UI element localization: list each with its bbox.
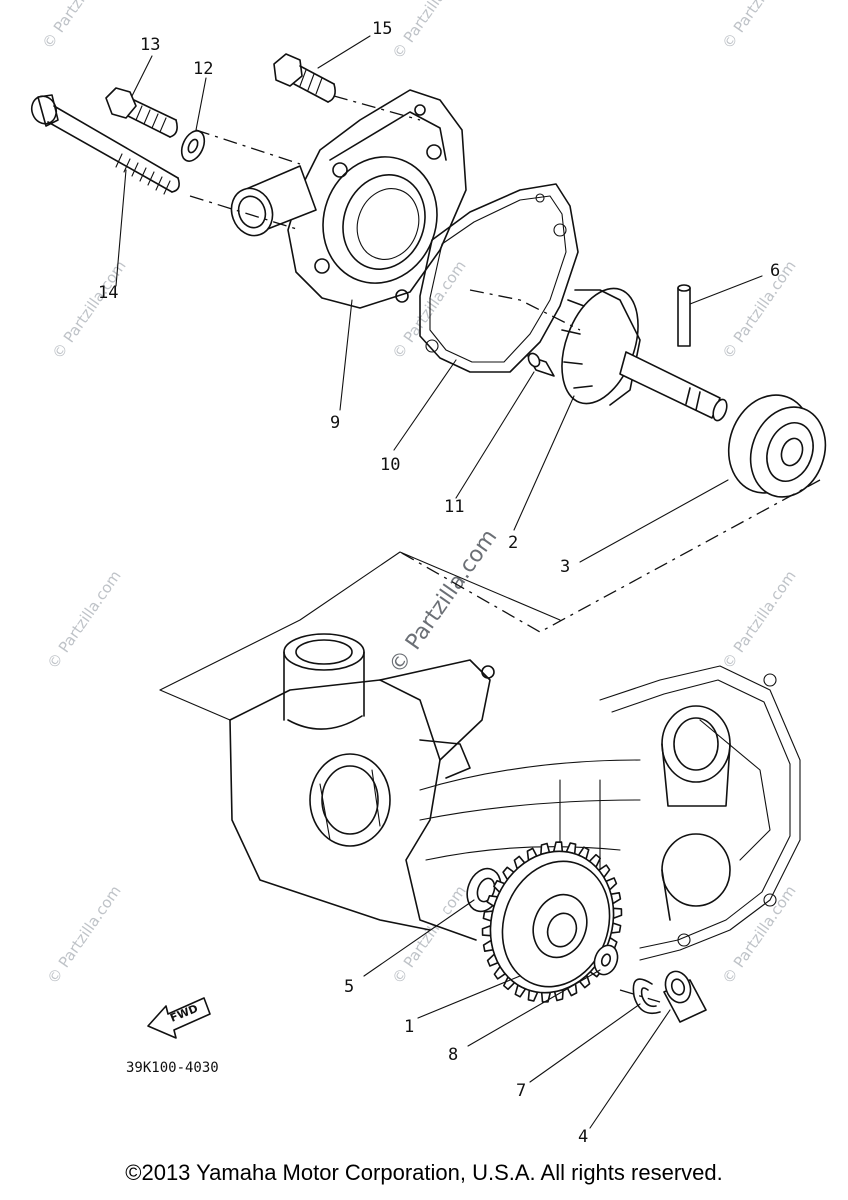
- washer-8: [593, 944, 619, 976]
- watermark: © Partzilla.com: [389, 0, 470, 62]
- pump-cover-9: [230, 89, 467, 309]
- gear-tooth: [612, 907, 623, 920]
- impeller-shaft-2: [561, 287, 728, 422]
- callout-14: 14: [98, 283, 118, 303]
- watermark: © Partzilla.com: [389, 882, 470, 987]
- callout-10: 10: [380, 455, 400, 475]
- watermark: © Partzilla.com: [44, 882, 125, 987]
- gear-tooth: [481, 924, 492, 937]
- fwd-arrow: FWD: [147, 997, 211, 1039]
- bolt-15: [273, 53, 336, 103]
- assembly-lines: [189, 95, 821, 1003]
- pin-6: [677, 284, 691, 347]
- leader-lines: [115, 35, 763, 1129]
- callout-2: 2: [508, 533, 518, 553]
- callout-13: 13: [140, 35, 160, 55]
- callout-12: 12: [193, 59, 213, 79]
- callout-9: 9: [330, 413, 340, 433]
- gasket-10: [419, 183, 579, 373]
- drawing-code: 39K100-4030: [126, 1060, 219, 1076]
- watermark-center: © Partzilla.com: [384, 525, 502, 678]
- callout-7: 7: [516, 1081, 526, 1101]
- bearing-3: [727, 394, 827, 498]
- callout-1: 1: [404, 1017, 414, 1037]
- copyright-notice: ©2013 Yamaha Motor Corporation, U.S.A. A…: [125, 1160, 723, 1185]
- callout-3: 3: [560, 557, 570, 577]
- callout-8: 8: [448, 1045, 458, 1065]
- callout-4: 4: [578, 1127, 588, 1147]
- callout-6: 6: [770, 261, 780, 281]
- crankcase-cover: [159, 551, 801, 961]
- watermark: © Partzilla.com: [719, 257, 800, 362]
- watermark: © Partzilla.com: [719, 0, 800, 52]
- pump-drive-gear-1: [481, 841, 623, 1003]
- watermark: © Partzilla.com: [44, 567, 125, 672]
- callout-11: 11: [444, 497, 464, 517]
- dowel-pin-11: [527, 352, 555, 377]
- watermark: © Partzilla.com: [719, 567, 800, 672]
- washer-12: [180, 130, 206, 162]
- callout-5: 5: [344, 977, 354, 997]
- gear-tooth: [552, 841, 564, 853]
- callout-15: 15: [372, 19, 392, 39]
- watermark: © Partzilla.com: [39, 0, 120, 52]
- callout-numbers: 13 12 15 14 9 10 11 2 3 6 5 1 8 7 4: [98, 19, 780, 1147]
- circlip-7: [632, 978, 661, 1015]
- water-pump-exploded-diagram: © Partzilla.com © Partzilla.com © Partzi…: [30, 0, 827, 1147]
- collar-4: [663, 970, 707, 1023]
- bolt-13: [105, 87, 178, 138]
- bolt-14: [30, 94, 180, 195]
- watermark: © Partzilla.com: [719, 882, 800, 987]
